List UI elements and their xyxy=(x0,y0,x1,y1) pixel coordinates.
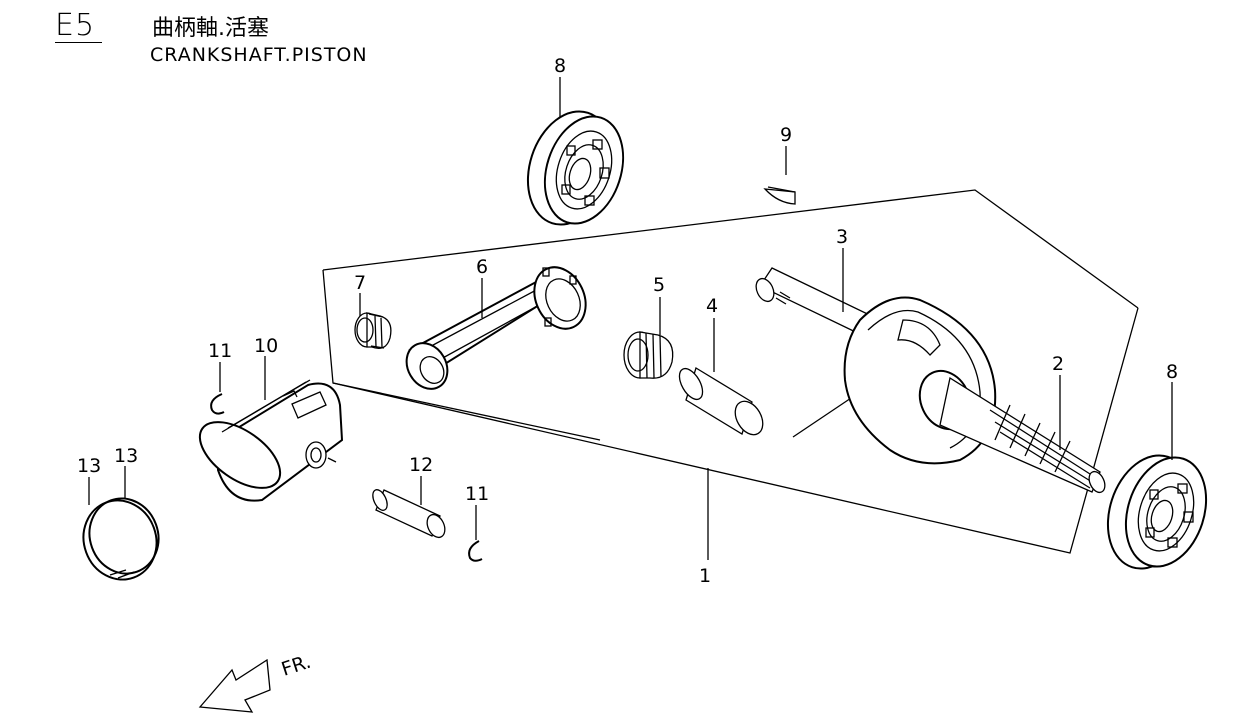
callout-11-upper: 11 xyxy=(208,340,232,362)
connecting-rod xyxy=(405,266,587,390)
callout-8-top: 8 xyxy=(554,55,566,77)
callout-7: 7 xyxy=(354,272,366,294)
callout-9: 9 xyxy=(780,124,792,146)
circlip-upper xyxy=(210,393,225,415)
callout-6: 6 xyxy=(476,256,488,278)
section-code-underline xyxy=(55,42,102,43)
callout-11-lower: 11 xyxy=(465,483,489,505)
piston-rings xyxy=(82,497,160,581)
woodruff-key xyxy=(763,186,796,205)
front-marker-label: FR. xyxy=(279,651,314,681)
section-title-chinese: 曲柄軸.活塞 xyxy=(152,16,269,41)
callout-5: 5 xyxy=(653,274,665,296)
callout-10: 10 xyxy=(254,335,278,357)
crank-pin xyxy=(678,367,764,436)
callout-3: 3 xyxy=(836,226,848,248)
callout-12: 12 xyxy=(409,454,433,476)
needle-bearing-small xyxy=(354,312,392,349)
ball-bearing-right xyxy=(1106,454,1208,570)
callout-1: 1 xyxy=(699,565,711,587)
circlip-lower xyxy=(468,540,483,562)
ball-bearing-top xyxy=(526,110,625,226)
callout-8-right: 8 xyxy=(1166,361,1178,383)
needle-bearing-big-end xyxy=(623,331,674,379)
piston xyxy=(198,379,344,502)
piston-pin xyxy=(372,489,446,539)
section-code: E5 xyxy=(55,8,96,43)
crankshaft xyxy=(755,267,1106,494)
section-title-english: CRANKSHAFT.PISTON xyxy=(150,44,368,66)
callout-4: 4 xyxy=(706,295,718,317)
callout-13-right: 13 xyxy=(114,445,138,467)
callout-2: 2 xyxy=(1052,353,1064,375)
callout-13-left: 13 xyxy=(77,455,101,477)
front-direction-arrow-icon xyxy=(198,658,271,713)
